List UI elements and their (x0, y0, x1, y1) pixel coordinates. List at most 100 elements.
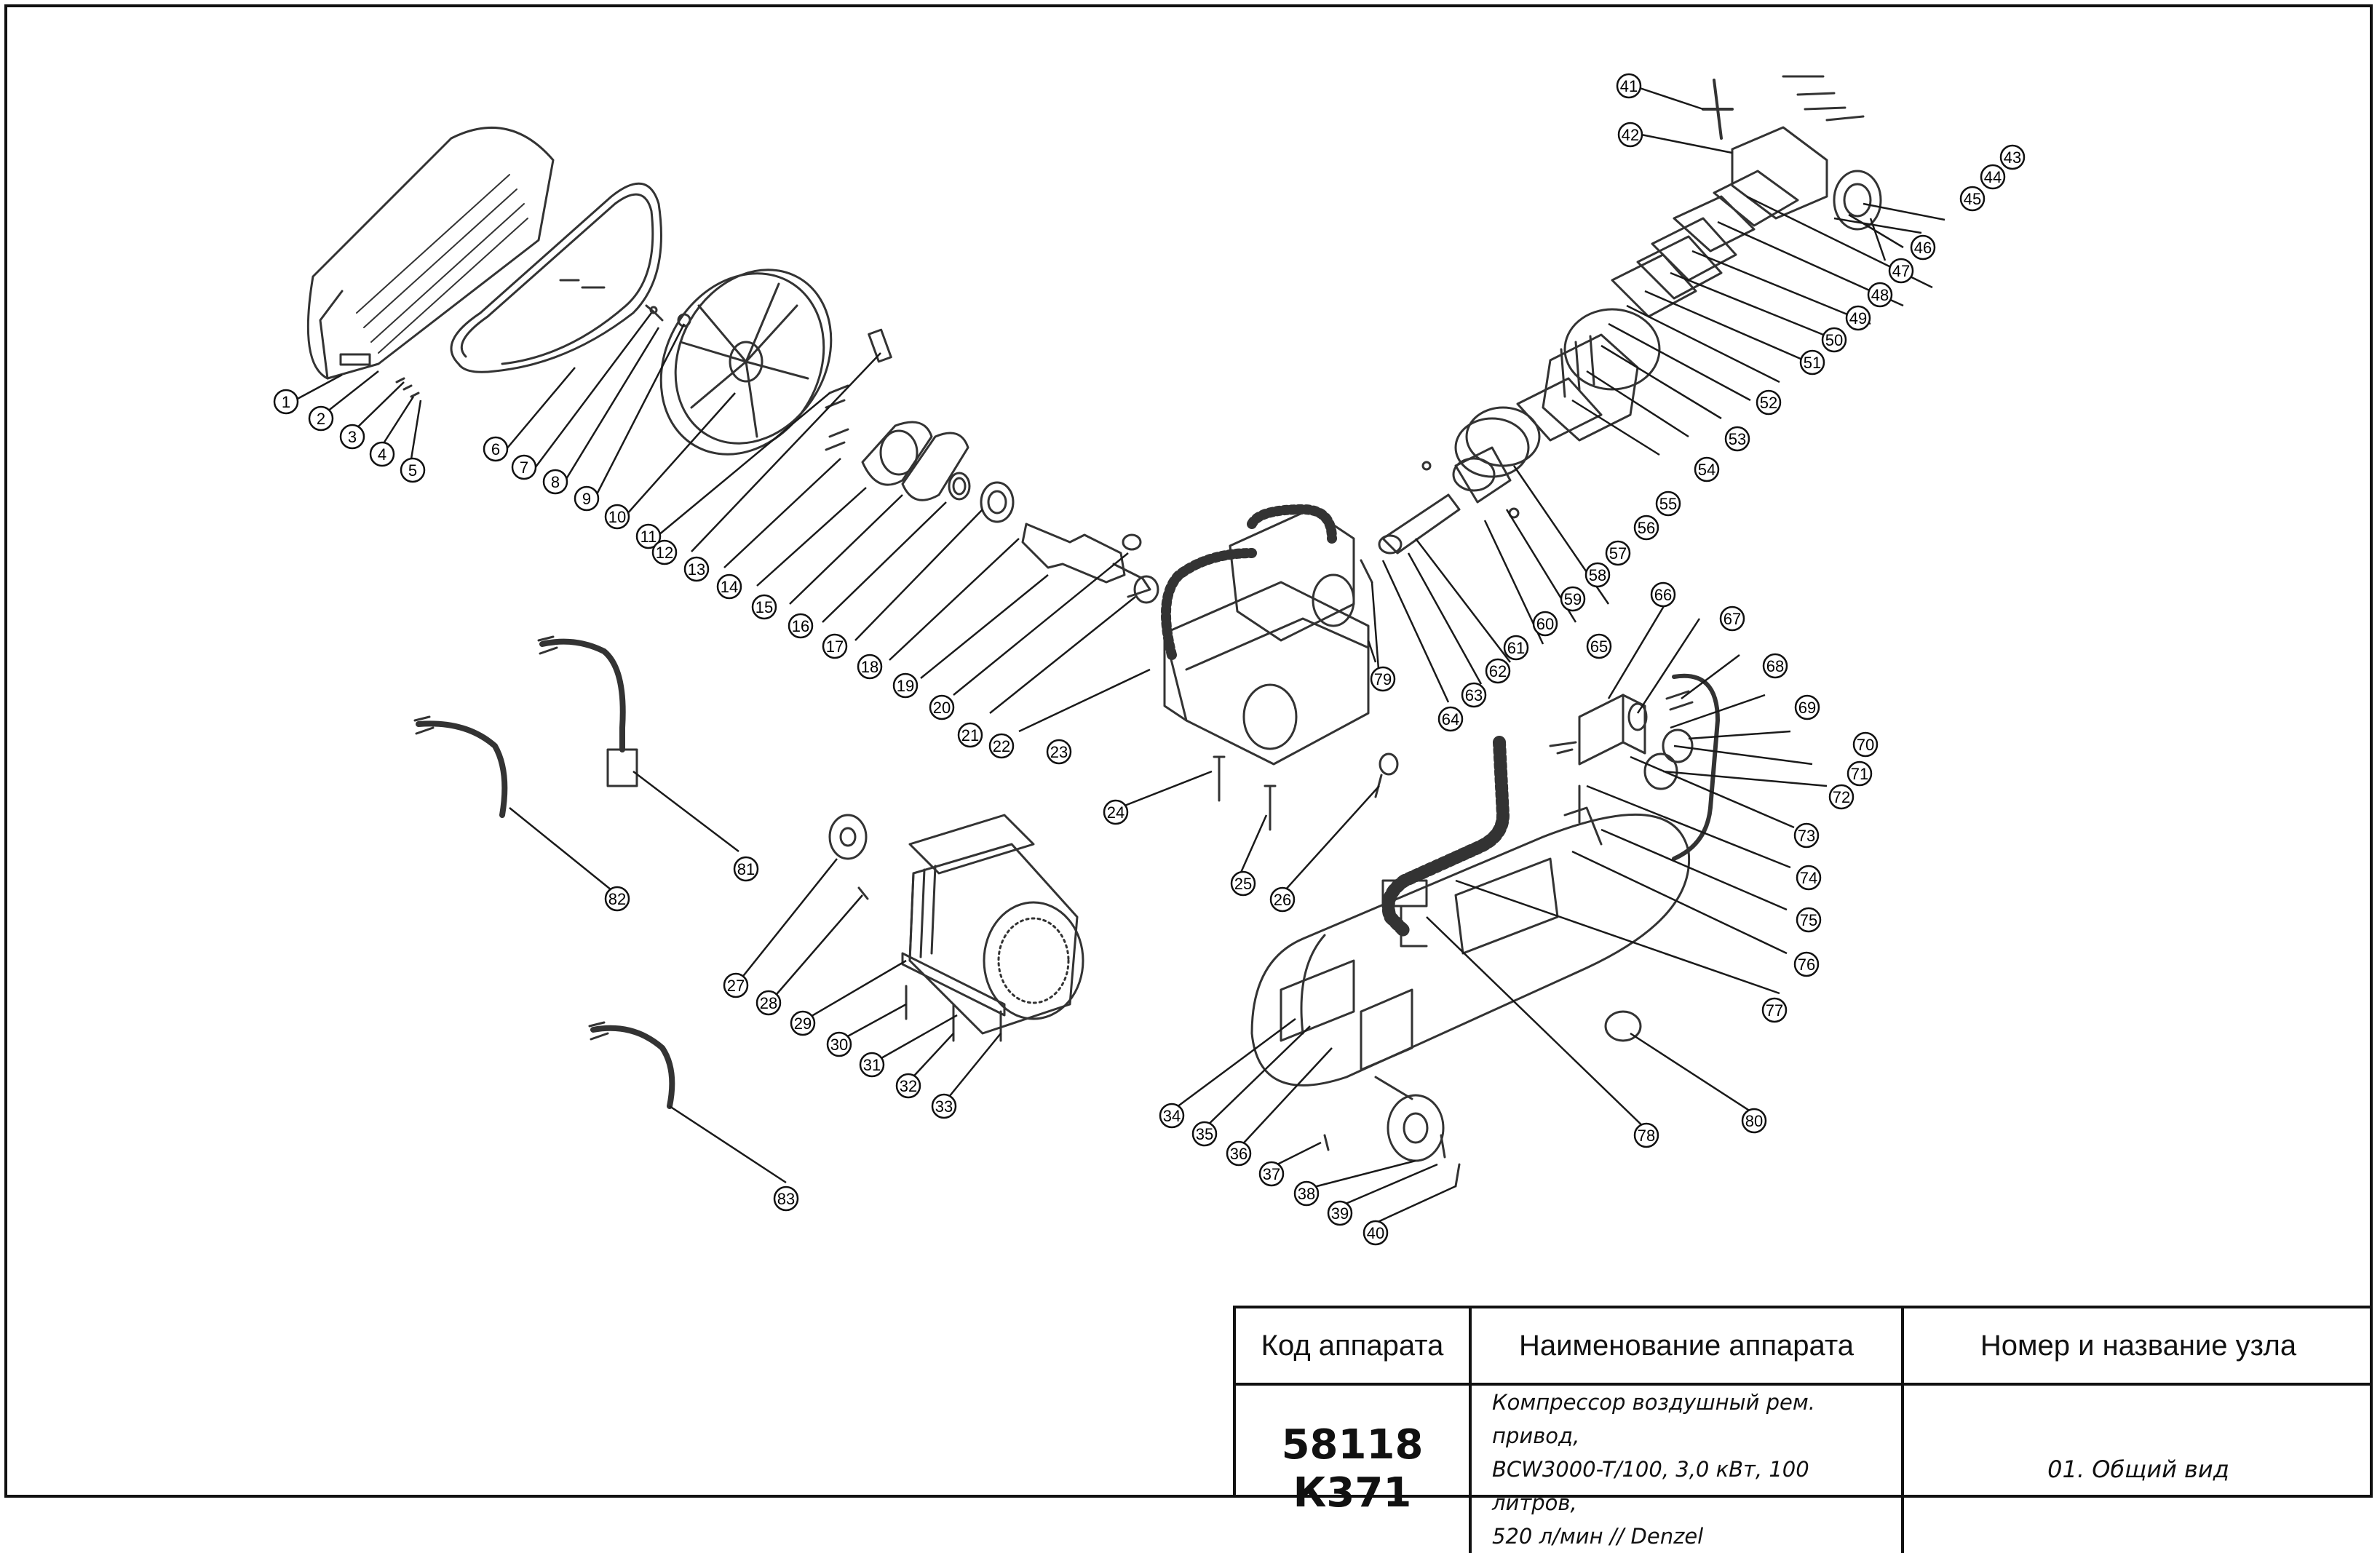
callout-label: 44 (1984, 168, 2002, 186)
callout-71: 71 (1847, 760, 1873, 787)
callout-label: 7 (520, 458, 528, 477)
device-code: 58118 К371 (1236, 1386, 1472, 1553)
node-header: Номер и название узла (1904, 1308, 2373, 1386)
drawing-frame (4, 4, 2373, 1498)
callout-label: 22 (993, 737, 1010, 755)
callout-label: 2 (317, 410, 325, 428)
callout-label: 68 (1766, 657, 1784, 675)
electric-motor-part (828, 814, 1084, 1042)
callout-label: 10 (608, 508, 626, 526)
device-code-line-1: 58118 (1281, 1421, 1424, 1469)
callout-40: 40 (1362, 1220, 1389, 1246)
callout-label: 31 (863, 1056, 881, 1074)
callout-label: 35 (1196, 1125, 1213, 1143)
belt-guard-part (306, 127, 555, 380)
callout-63: 63 (1461, 682, 1487, 708)
callout-label: 19 (897, 677, 914, 695)
callout-label: 50 (1825, 331, 1843, 349)
callout-label: 62 (1489, 662, 1507, 680)
callout-group: 1 2 3 4 5 6 7 8 9 10 11 12 13 14 15 16 1… (273, 73, 2026, 1246)
callout-9: 9 (574, 485, 600, 512)
callout-75: 75 (1796, 907, 1822, 933)
device-name-line-2: BCW3000-T/100, 3,0 кВт, 100 литров, (1492, 1457, 1809, 1515)
callout-38: 38 (1293, 1180, 1320, 1207)
callout-label: 56 (1638, 519, 1655, 537)
callout-74: 74 (1796, 865, 1822, 891)
callout-label: 28 (760, 994, 777, 1012)
exploded-view-drawing: 1 2 3 4 5 6 7 8 9 10 11 12 13 14 15 16 1… (273, 73, 2026, 1246)
callout-39: 39 (1327, 1200, 1353, 1226)
callout-label: 73 (1798, 827, 1815, 845)
callout-label: 36 (1230, 1145, 1247, 1163)
air-receiver-tank-part (1250, 813, 1691, 1188)
callout-17: 17 (822, 633, 848, 659)
callout-label: 77 (1766, 1001, 1783, 1020)
callout-label: 25 (1234, 875, 1252, 893)
callout-33: 33 (931, 1093, 957, 1119)
callout-37: 37 (1258, 1161, 1285, 1187)
callout-13: 13 (683, 556, 710, 582)
callout-label: 27 (727, 977, 745, 995)
device-name-line-1: Компрессор воздушный рем. привод, (1492, 1390, 1815, 1448)
callout-label: 21 (961, 726, 979, 744)
callout-60: 60 (1532, 611, 1558, 637)
callout-label: 63 (1465, 686, 1483, 704)
callout-68: 68 (1762, 653, 1788, 679)
node-name: 01. Общий вид (2047, 1455, 2229, 1483)
pump-mount-fasteners-part (1213, 752, 1399, 831)
callout-14: 14 (716, 573, 742, 600)
callout-59: 59 (1560, 586, 1586, 612)
callout-label: 74 (1800, 869, 1817, 887)
callout-label: 23 (1050, 743, 1068, 761)
callout-36: 36 (1226, 1140, 1252, 1167)
callout-label: 1 (282, 393, 290, 411)
callout-80: 80 (1741, 1108, 1767, 1134)
callout-66: 66 (1650, 581, 1676, 608)
callout-label: 61 (1507, 639, 1525, 657)
callout-54: 54 (1694, 456, 1720, 482)
callout-label: 45 (1964, 190, 1981, 208)
device-name: Компрессор воздушный рем. привод, BCW300… (1472, 1386, 1904, 1553)
callout-label: 55 (1659, 495, 1677, 513)
callout-4: 4 (369, 441, 395, 467)
callout-42: 42 (1617, 122, 1643, 148)
callout-62: 62 (1485, 658, 1511, 684)
callout-83: 83 (773, 1185, 799, 1212)
callout-27: 27 (723, 972, 749, 998)
callout-label: 59 (1564, 590, 1582, 608)
callout-label: 16 (792, 617, 809, 635)
callout-label: 57 (1609, 544, 1627, 563)
callout-label: 18 (861, 658, 878, 676)
cylinder-head-part (1702, 75, 1882, 231)
callout-52: 52 (1756, 389, 1782, 416)
callout-48: 48 (1867, 282, 1893, 308)
callout-label: 30 (830, 1036, 848, 1054)
callout-7: 7 (511, 454, 537, 480)
callout-23: 23 (1046, 739, 1072, 765)
callout-73: 73 (1793, 822, 1820, 849)
callout-label: 14 (721, 578, 738, 596)
callout-25: 25 (1230, 870, 1256, 897)
callout-70: 70 (1852, 731, 1879, 758)
callout-32: 32 (895, 1073, 921, 1099)
compressor-pump-part (1161, 504, 1370, 766)
callout-label: 54 (1698, 461, 1715, 479)
callout-label: 20 (933, 699, 951, 717)
callout-21: 21 (957, 722, 983, 748)
callout-55: 55 (1655, 490, 1681, 517)
crankcase-cover-part (861, 421, 933, 486)
callout-label: 12 (656, 544, 673, 562)
callout-24: 24 (1103, 799, 1129, 825)
callout-29: 29 (790, 1010, 816, 1036)
valve-plate-part (1611, 170, 1799, 318)
callout-label: 66 (1654, 586, 1672, 604)
callout-19: 19 (892, 672, 919, 699)
callout-label: 78 (1638, 1127, 1655, 1145)
callout-5: 5 (400, 457, 426, 483)
callout-82: 82 (604, 886, 630, 912)
callout-label: 40 (1367, 1224, 1384, 1242)
callout-label: 82 (608, 890, 626, 908)
callout-78: 78 (1633, 1122, 1659, 1148)
callout-label: 48 (1871, 286, 1889, 304)
callout-81: 81 (733, 856, 759, 882)
